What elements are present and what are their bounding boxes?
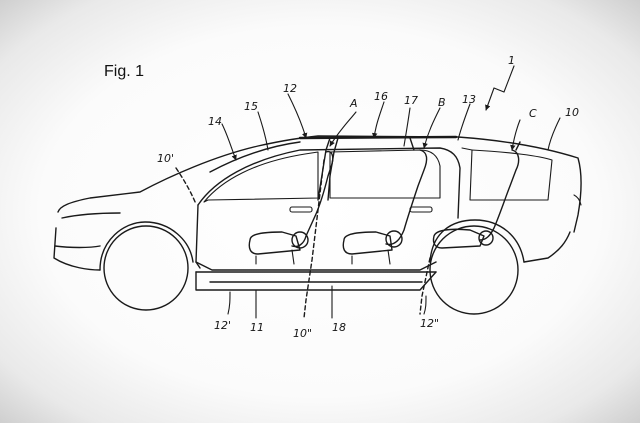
label-12: 12 [283,82,297,95]
label-10: 10 [565,106,579,119]
floor-structure [195,261,437,291]
label-17: 17 [404,94,418,107]
label-pillar-a: A [349,97,358,110]
label-15: 15 [244,100,258,113]
rear-seat-cushion [432,228,485,249]
label-10-prime: 10' [157,152,174,165]
path-10p [175,167,197,205]
label-pillar-b: B [438,96,446,109]
label-pillar-c: C [529,107,537,120]
front-window [203,151,319,203]
rear-wheel [429,225,519,315]
front-seat-back [291,150,334,248]
front-door-handle [289,206,313,213]
middle-seat-back [385,149,428,246]
label-12-double-prime: 12" [420,317,439,330]
deformation-paths [175,159,431,319]
label-18: 18 [332,321,346,334]
pillars [317,137,521,201]
rear-window [469,149,553,201]
label-11: 11 [250,321,264,334]
middle-window [329,149,441,199]
middle-seat-cushion [342,231,393,255]
seats [248,149,520,265]
figure-title: Fig. 1 [104,63,144,80]
rear-seat-back [479,149,520,241]
wheels [99,219,571,315]
label-14: 14 [208,115,222,128]
reference-numerals: 1 10 10' 10" 11 12 12' 12" 13 14 15 16 1… [157,54,579,340]
label-1: 1 [508,54,515,67]
path-10pp [303,159,325,319]
car-body [53,135,582,271]
leader-lines [221,65,561,319]
roof-structure [209,135,458,173]
label-13: 13 [462,93,476,106]
label-10-double-prime: 10" [293,327,312,340]
side-openings [195,147,553,269]
label-12-prime: 12' [214,319,231,332]
front-seat-cushion [248,231,301,255]
front-wheel [103,225,189,311]
label-16: 16 [374,90,388,103]
rear-door-handle [409,206,433,213]
